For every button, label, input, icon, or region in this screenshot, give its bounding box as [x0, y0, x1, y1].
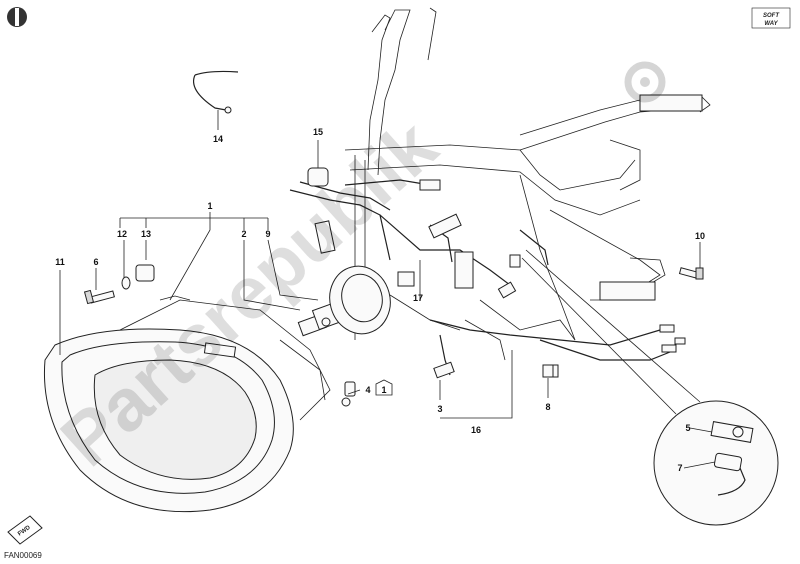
callout-16: 16 — [471, 425, 481, 435]
callout-3: 3 — [437, 404, 442, 414]
callout-11: 11 — [55, 257, 65, 267]
callout-4: 4 — [365, 385, 370, 395]
page-marker-icon — [7, 7, 27, 27]
callout-13: 13 — [141, 229, 151, 239]
reference-badge: 1 — [375, 379, 393, 396]
brand-logo: SOFT WAY — [751, 7, 791, 29]
spacer-part-13 — [135, 264, 155, 282]
washer-part-12 — [121, 276, 131, 290]
callout-1: 1 — [207, 201, 212, 211]
cable-tie-part-14 — [193, 70, 239, 114]
callout-9: 9 — [265, 229, 270, 239]
callout-7: 7 — [677, 463, 682, 473]
callout-14: 14 — [213, 134, 223, 144]
direction-tag-icon: FWD — [7, 515, 43, 545]
callout-10: 10 — [695, 231, 705, 241]
svg-text:1: 1 — [381, 385, 386, 395]
drawing-code: FAN00069 — [4, 551, 42, 560]
detail-inset — [521, 249, 779, 526]
callout-15: 15 — [313, 127, 323, 137]
watermark-gear-icon — [624, 61, 666, 103]
callout-17: 17 — [413, 293, 423, 303]
headlight-unit — [43, 295, 331, 513]
bolt-part-10 — [678, 267, 704, 280]
svg-text:WAY: WAY — [764, 21, 778, 27]
svg-text:SOFT: SOFT — [763, 13, 780, 19]
bracket-part-8 — [542, 364, 554, 378]
callout-2: 2 — [241, 229, 246, 239]
callout-8: 8 — [545, 402, 550, 412]
callout-6: 6 — [93, 257, 98, 267]
headlight-subframe — [344, 7, 711, 361]
callout-12: 12 — [117, 229, 127, 239]
housing-ring — [329, 265, 461, 335]
bolt-part-6 — [83, 289, 115, 305]
callout-5: 5 — [685, 423, 690, 433]
leader-lines — [59, 110, 716, 469]
